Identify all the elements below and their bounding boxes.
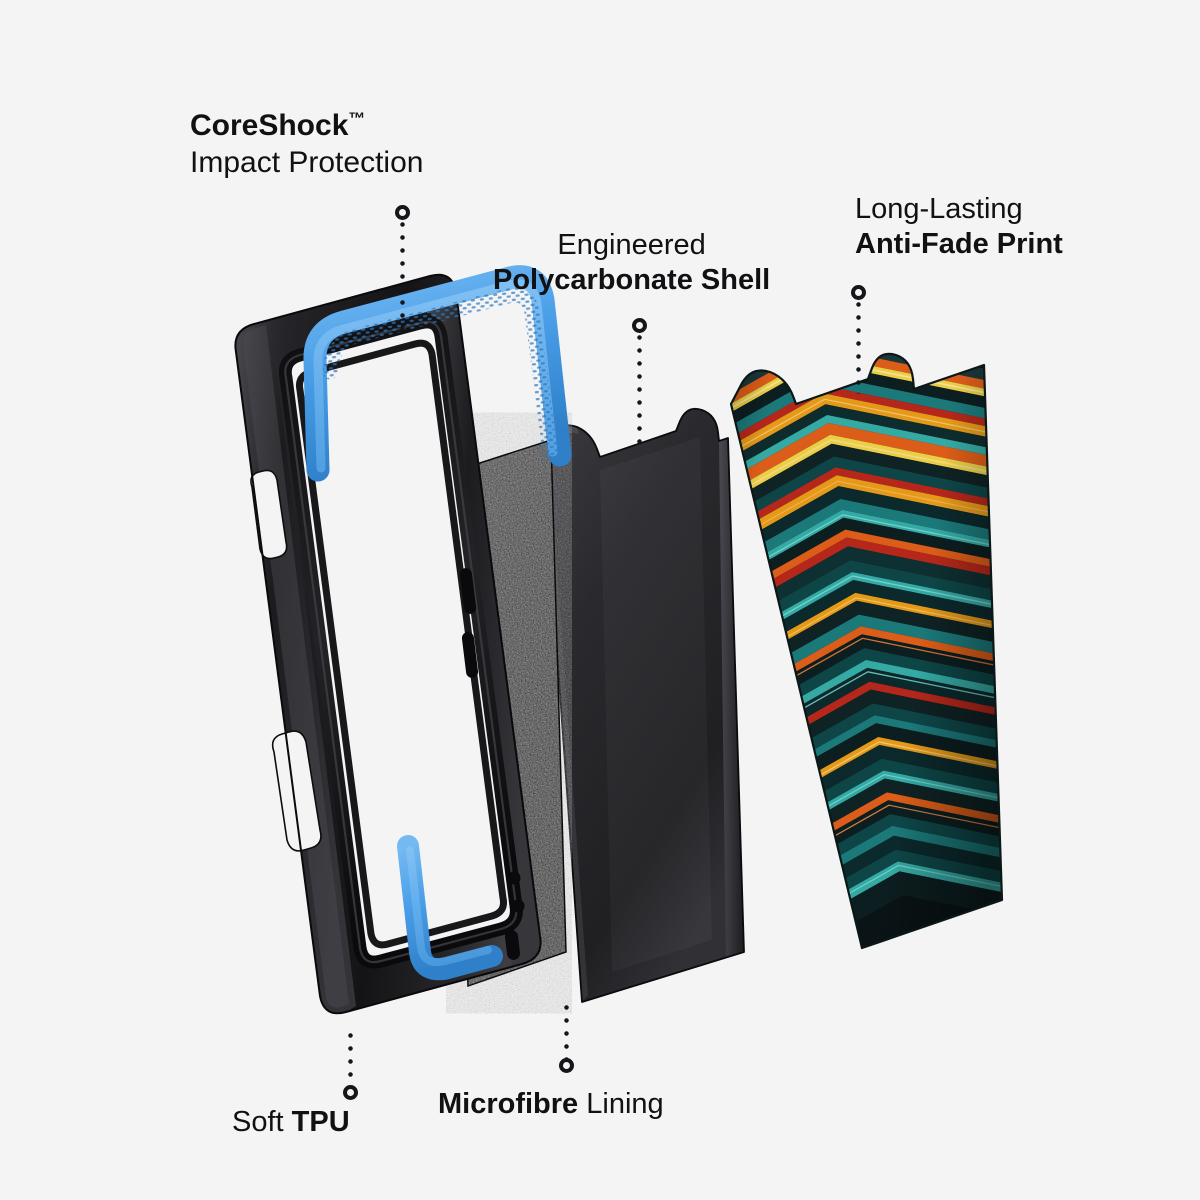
anti-fade-print-layer: [729, 352, 1004, 950]
callout-tpu-prefix: Soft: [232, 1106, 292, 1138]
leader-dot-antifade: [851, 285, 866, 300]
callout-antifade: Long-Lasting Anti-Fade Print: [855, 192, 1063, 263]
tpu-bumper-frame-layer: [234, 273, 542, 1015]
leader-line-antifade: [856, 302, 861, 394]
callout-tpu-term: TPU: [291, 1106, 350, 1138]
leader-line-tpu: [348, 1033, 353, 1091]
callout-microfibre: Microfibre Lining: [438, 1087, 664, 1122]
polycarbonate-shell-layer: [542, 407, 745, 1003]
leader-dot-coreshock: [395, 205, 410, 220]
callout-coreshock: CoreShock™ Impact Protection: [190, 108, 423, 181]
callout-antifade-line1: Long-Lasting: [855, 193, 1023, 225]
leader-line-coreshock: [400, 222, 405, 332]
callout-microfibre-suffix: Lining: [578, 1088, 664, 1120]
leader-dot-polycarbonate: [632, 318, 647, 333]
coreshock-insert-layer: [303, 265, 572, 981]
case-port-cutouts: [459, 568, 525, 960]
callout-polycarbonate-line2: Polycarbonate Shell: [493, 264, 771, 297]
leader-dot-tpu: [343, 1085, 358, 1100]
leader-dot-microfibre: [559, 1058, 574, 1073]
callout-tpu: Soft TPU: [232, 1105, 350, 1140]
callout-coreshock-line1: CoreShock™: [190, 109, 366, 142]
callout-polycarbonate-line1: Engineered: [557, 229, 706, 261]
callout-polycarbonate: Engineered Polycarbonate Shell: [493, 228, 770, 299]
callout-coreshock-line2: Impact Protection: [190, 145, 424, 179]
trademark-symbol: ™: [348, 109, 366, 128]
leader-line-microfibre: [564, 1005, 569, 1063]
leader-line-polycarbonate: [637, 335, 642, 445]
callout-microfibre-term: Microfibre: [438, 1088, 579, 1120]
callout-antifade-line2: Anti-Fade Print: [855, 228, 1063, 261]
